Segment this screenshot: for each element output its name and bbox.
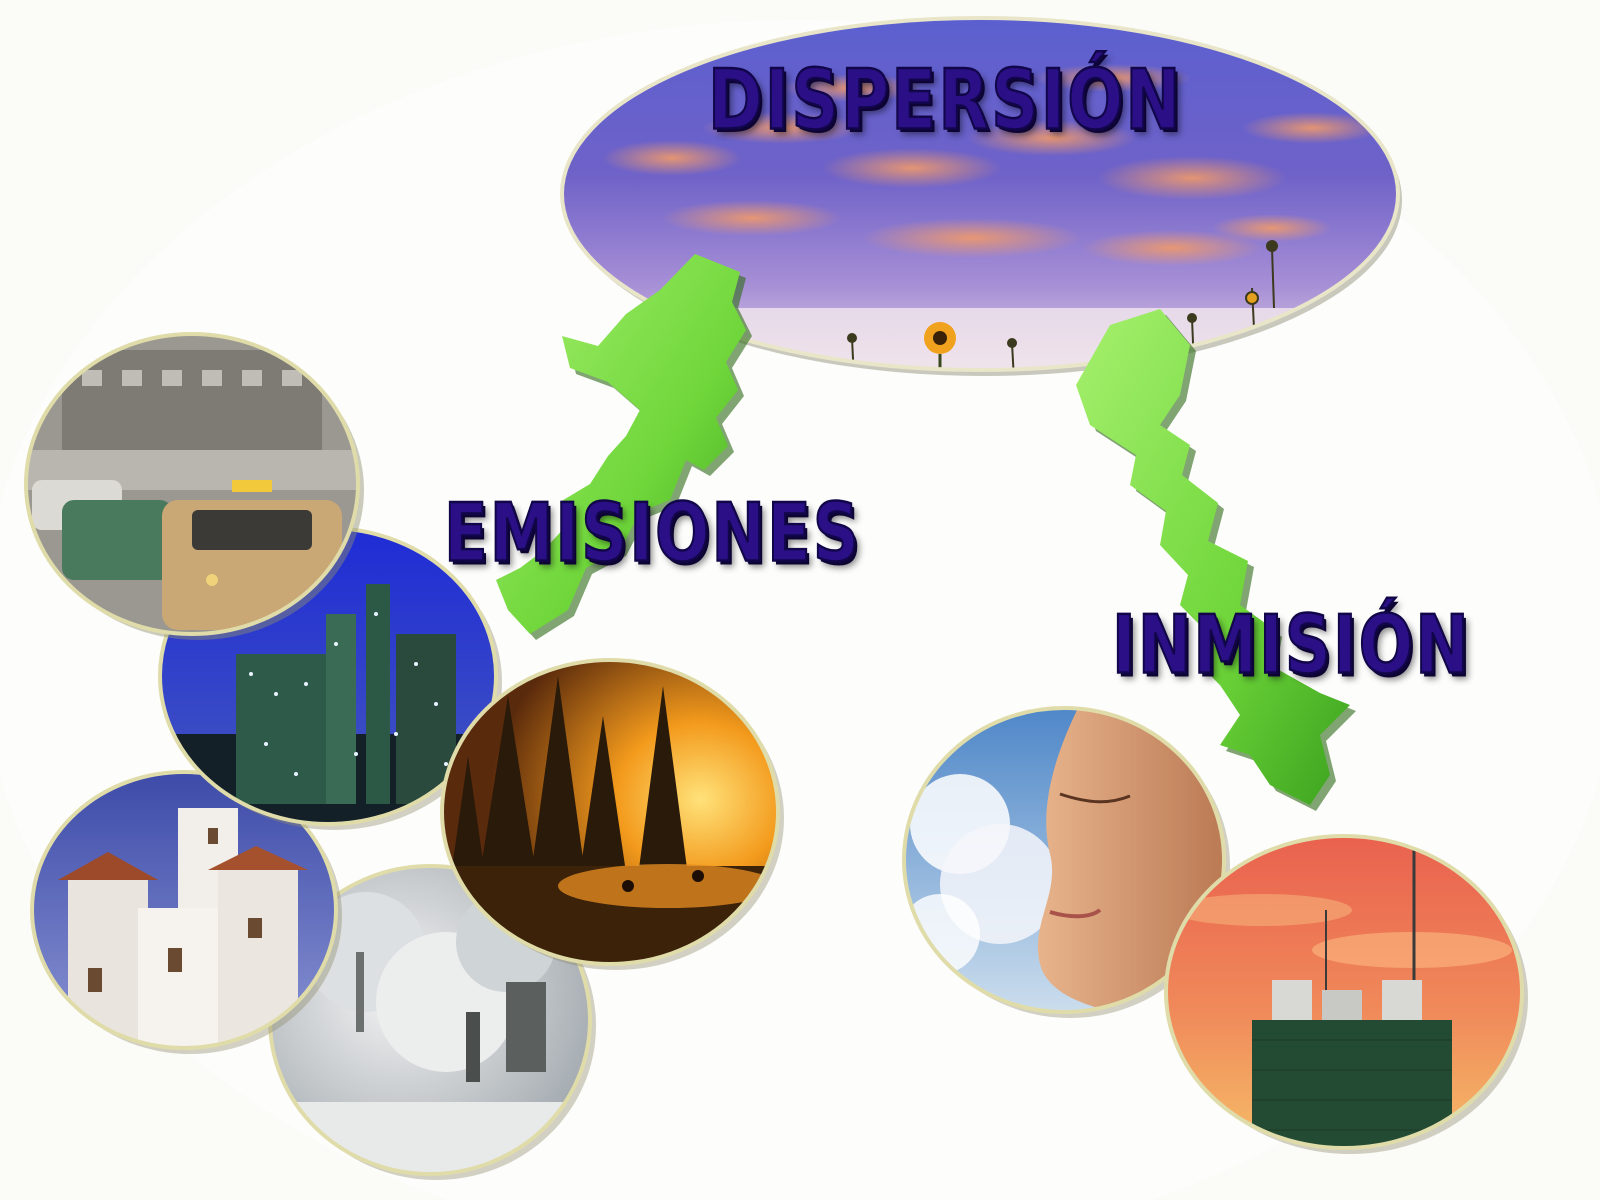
sky-clouds-sunflowers-photo	[552, 8, 1408, 380]
label-dispersion: DISPERSIÓN	[707, 51, 1183, 150]
woman-breathing-sky-photo	[900, 704, 1236, 1022]
arrow-emissions-to-dispersion	[496, 254, 752, 640]
forest-fire-photo	[438, 656, 788, 974]
traffic-taxis-photo	[22, 330, 368, 644]
air-quality-station-sunset-photo	[1162, 830, 1532, 1160]
sunflower-icon	[924, 322, 956, 370]
whitewashed-village-photo	[28, 768, 346, 1056]
arrow-dispersion-to-inmision	[1076, 309, 1356, 811]
label-inmision: INMISIÓN	[1111, 599, 1471, 694]
label-emisiones: EMISIONES	[443, 487, 861, 582]
